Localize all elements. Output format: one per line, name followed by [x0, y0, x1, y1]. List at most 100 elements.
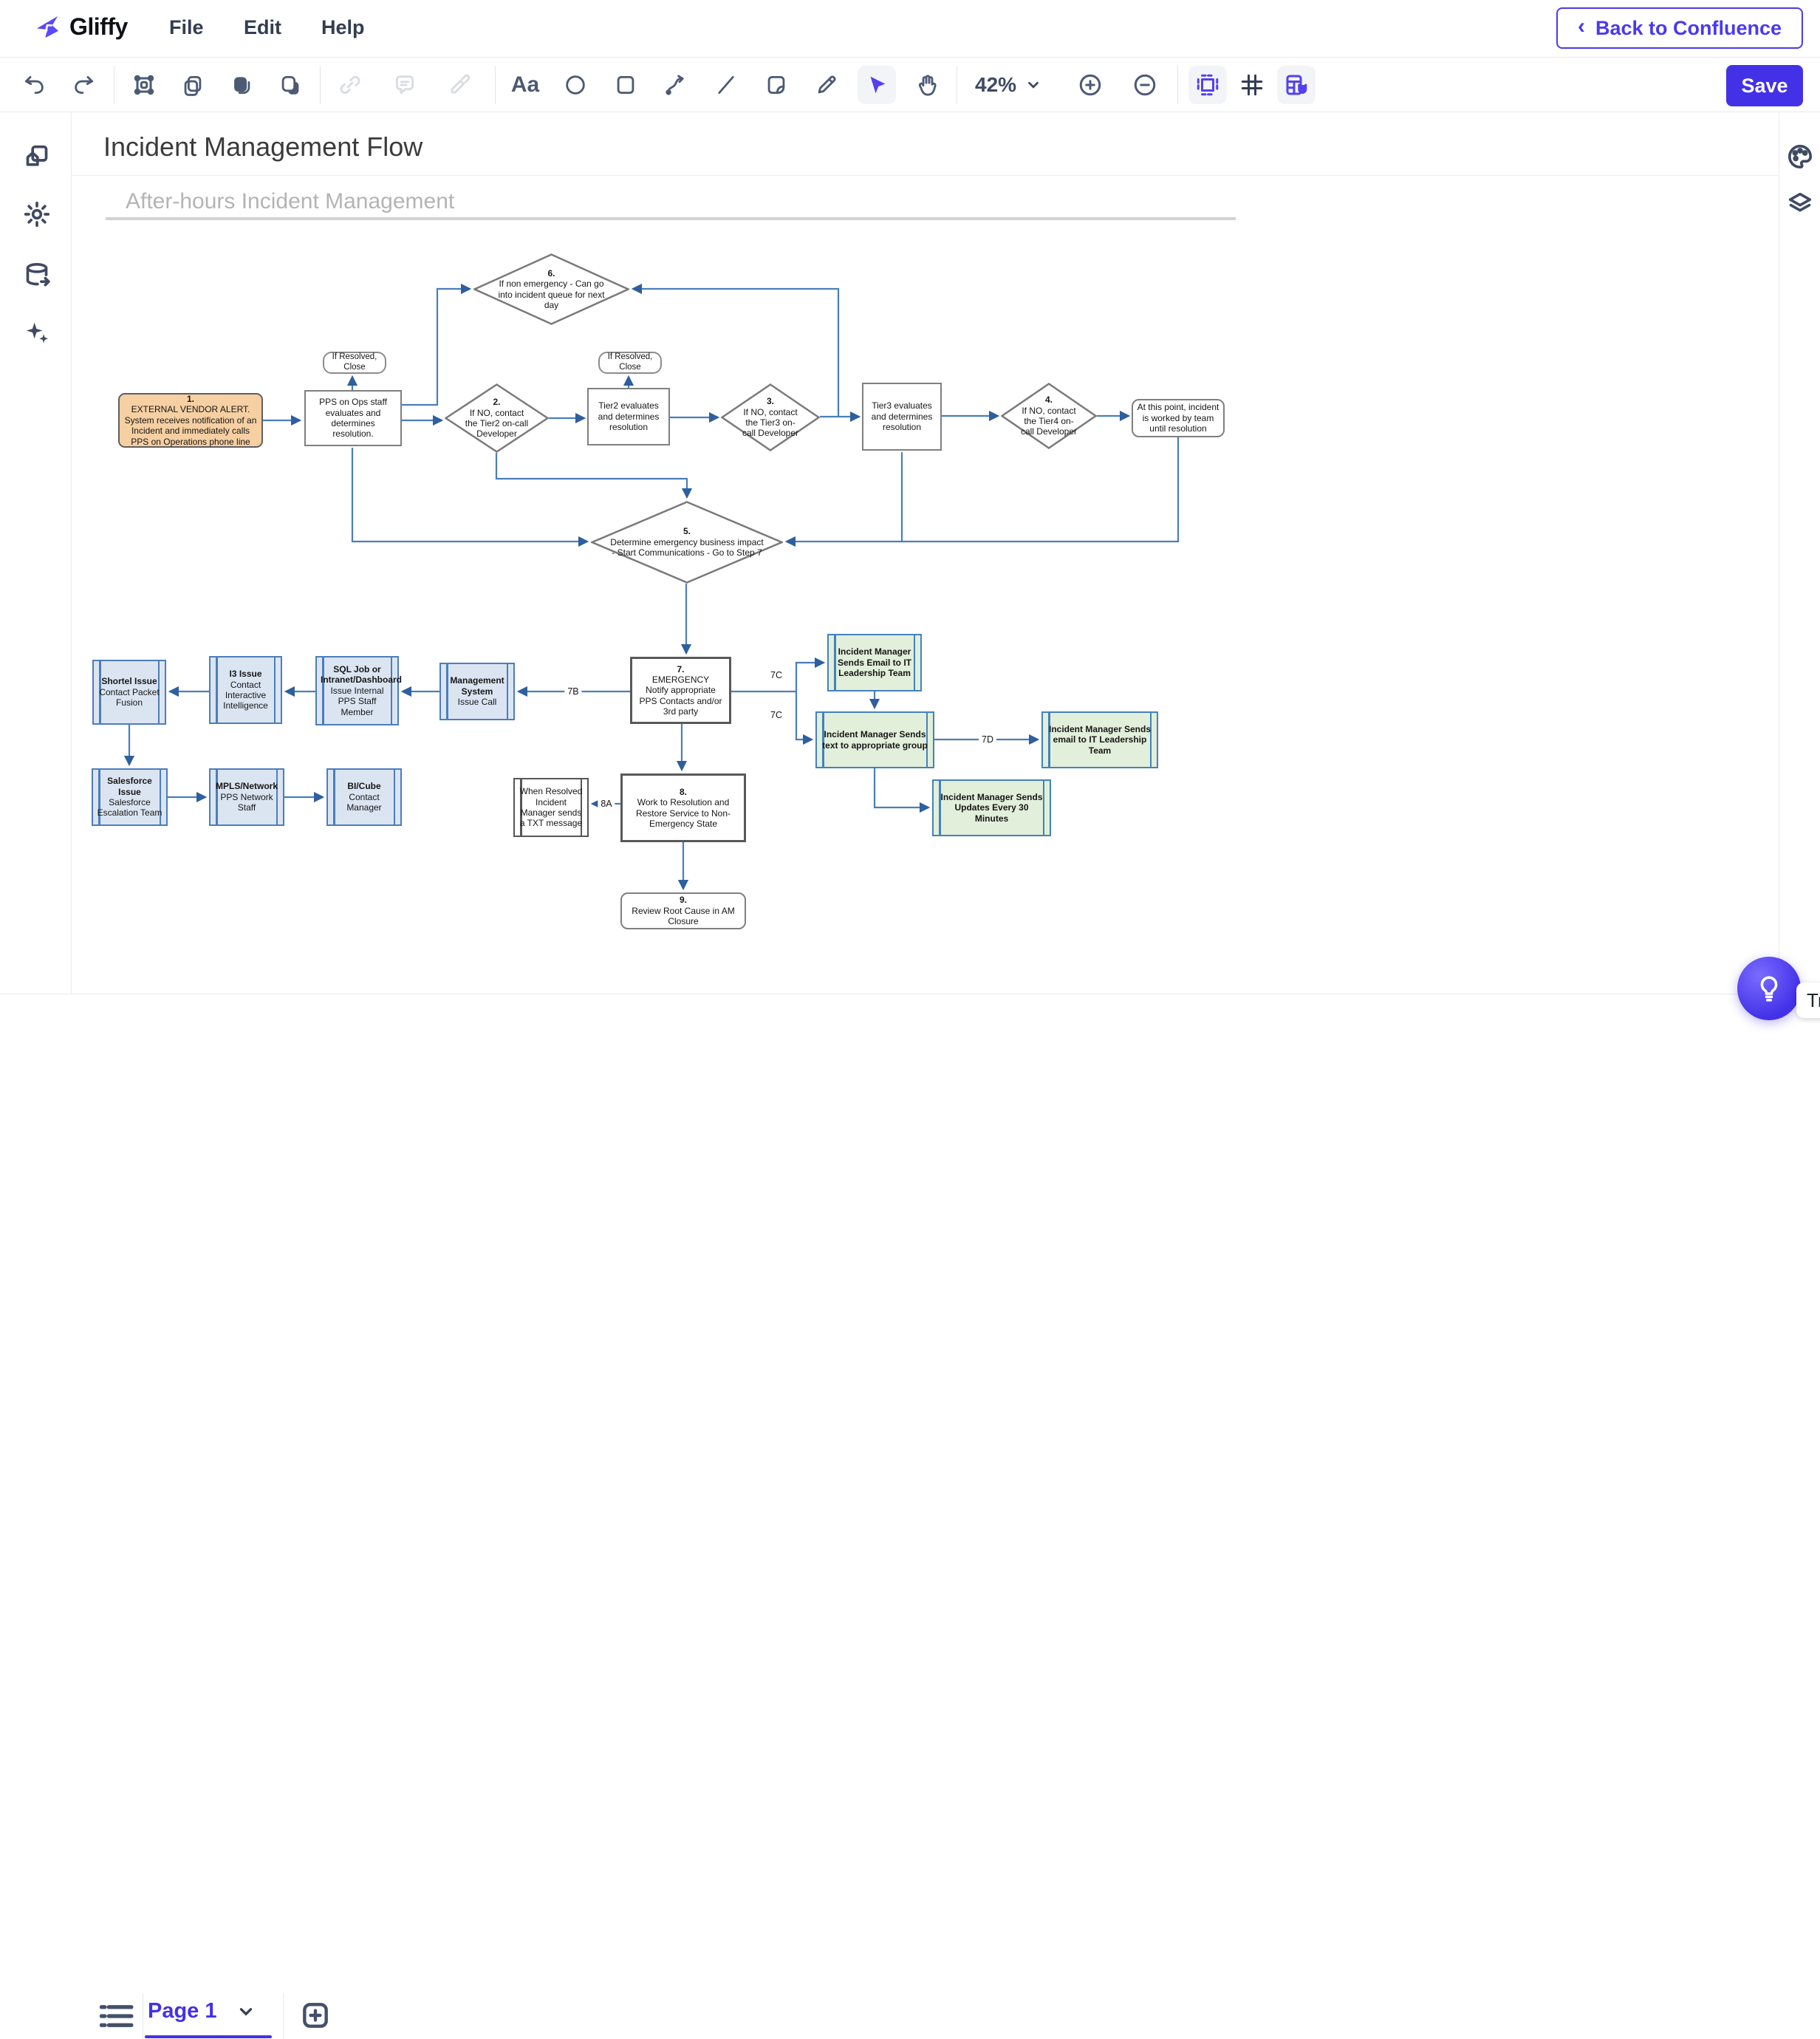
node-text: At this point, incident is worked by tea… [1137, 402, 1219, 434]
snap-to-grid-icon[interactable] [1188, 66, 1228, 104]
back-button-label: Back to Confluence [1595, 16, 1782, 39]
connector-tool-icon[interactable] [657, 66, 695, 104]
add-page-button[interactable] [299, 1999, 332, 2032]
flow-node-if-resolved-close-1[interactable]: If Resolved, Close [323, 352, 386, 374]
node-text: Incident Manager Sends Email to IT Leade… [837, 646, 912, 679]
theme-palette-icon[interactable] [1782, 139, 1818, 174]
node-text: Tier2 evaluates and determines resolutio… [598, 400, 660, 433]
pan-tool-icon[interactable] [908, 66, 946, 104]
grid-toggle-icon[interactable] [1233, 66, 1271, 104]
line-tool-icon[interactable] [707, 66, 745, 104]
flow-node-pps-evaluates[interactable]: PPS on Ops staff evaluates and determine… [304, 390, 402, 446]
menu-help[interactable]: Help [321, 16, 365, 38]
help-lightbulb-button[interactable] [1737, 957, 1801, 1020]
text-tool-icon[interactable]: Aa [506, 66, 544, 104]
flow-node-step8[interactable]: 8.Work to Resolution and Restore Service… [620, 773, 746, 842]
process-bar [446, 664, 448, 719]
page-list-icon[interactable] [99, 2004, 134, 2029]
flow-node-when-resolved[interactable]: When Resolved Incident Manager sends a T… [513, 778, 589, 837]
footer-separator [283, 1993, 284, 2039]
flow-node-decision4[interactable]: 4.If NO, contact the Tier4 on-call Devel… [1001, 383, 1097, 449]
connector-label-7b: 7B [564, 686, 582, 697]
process-bar [99, 661, 101, 723]
ellipse-tool-icon[interactable] [556, 66, 595, 104]
ai-sparkles-icon[interactable] [19, 315, 55, 350]
save-button[interactable]: Save [1726, 65, 1803, 106]
bring-forward-icon[interactable] [222, 66, 261, 104]
undo-icon[interactable] [15, 66, 53, 104]
back-chevron-icon: ‹ [1577, 14, 1585, 38]
settings-gear-icon[interactable] [19, 197, 55, 232]
selection-frame-icon[interactable] [125, 66, 163, 104]
back-to-confluence-button[interactable]: ‹ Back to Confluence [1556, 7, 1803, 49]
node-text: 9.Review Root Cause in AM Closure [632, 895, 735, 927]
subtitle-underline [106, 217, 1236, 220]
process-bar [322, 658, 324, 724]
menu-file[interactable]: File [169, 16, 204, 38]
select-tool-icon[interactable] [858, 66, 896, 104]
flow-node-decision3[interactable]: 3.If NO, contact the Tier3 on-call Devel… [721, 383, 820, 451]
page-tab[interactable]: Page 1 [148, 1999, 256, 2023]
flow-node-decision2[interactable]: 2.If NO, contact the Tier2 on-call Devel… [445, 383, 549, 453]
node-text: Incident Manager Sends text to appropria… [822, 729, 928, 751]
redo-icon[interactable] [65, 66, 103, 104]
hint-text: Tr [1807, 988, 1820, 1011]
flow-node-im-email-leadership-2[interactable]: Incident Manager Sends email to IT Leade… [1041, 711, 1158, 768]
shape-library-icon[interactable] [757, 66, 796, 104]
diagram-subtitle-text[interactable]: After-hours Incident Management [126, 189, 455, 214]
send-backward-icon[interactable] [271, 66, 309, 104]
flow-node-at-this-point[interactable]: At this point, incident is worked by tea… [1132, 399, 1225, 437]
flow-node-decision5[interactable]: 5.Determine emergency business impact - … [591, 501, 783, 584]
node-text: 1.EXTERNAL VENDOR ALERT. System receives… [124, 394, 257, 447]
zoom-out-icon[interactable] [1126, 66, 1164, 104]
flow-node-step7[interactable]: 7.EMERGENCY Notify appropriate PPS Conta… [630, 657, 731, 724]
node-text: 3.If NO, contact the Tier3 on-call Devel… [742, 396, 799, 439]
process-bar [1048, 713, 1050, 767]
zoom-level-value: 42% [975, 73, 1017, 96]
title-divider [72, 175, 1779, 176]
flow-node-im-updates-30[interactable]: Incident Manager Sends Updates Every 30 … [932, 779, 1051, 836]
node-text: 5.Determine emergency business impact - … [610, 526, 764, 559]
duplicate-icon[interactable] [174, 66, 212, 104]
flow-node-step1[interactable]: 1.EXTERNAL VENDOR ALERT. System receives… [118, 393, 263, 448]
zoom-in-icon[interactable] [1071, 66, 1109, 104]
rectangle-tool-icon[interactable] [606, 66, 645, 104]
right-sidebar [1779, 112, 1820, 994]
node-text: Tier3 evaluates and determines resolutio… [871, 400, 933, 433]
flowchart-canvas[interactable]: 1.EXTERNAL VENDOR ALERT. System receives… [0, 0, 1820, 1045]
layers-icon[interactable] [1782, 186, 1818, 222]
table-snap-icon[interactable] [1277, 66, 1316, 104]
menu-edit[interactable]: Edit [244, 16, 281, 38]
shapes-panel-icon[interactable] [19, 139, 55, 174]
flow-node-decision6[interactable]: 6.If non emergency - Can go into inciden… [473, 253, 629, 325]
flow-node-tier3[interactable]: Tier3 evaluates and determines resolutio… [862, 383, 942, 451]
chevron-down-icon [1028, 81, 1039, 89]
zoom-level-dropdown[interactable]: 42% [968, 73, 1049, 97]
flow-node-step9[interactable]: 9.Review Root Cause in AM Closure [620, 892, 746, 929]
connector-lines [123, 283, 1180, 891]
flow-node-im-text-group[interactable]: Incident Manager Sends text to appropria… [815, 711, 934, 768]
left-sidebar [0, 112, 72, 994]
process-bar [333, 770, 335, 824]
process-bar [216, 770, 218, 824]
data-import-icon[interactable] [19, 257, 55, 293]
diagram-title[interactable]: Incident Management Flow [103, 132, 423, 162]
process-bar [939, 781, 941, 835]
flow-node-tier2[interactable]: Tier2 evaluates and determines resolutio… [587, 388, 670, 445]
flow-node-im-email-leadership[interactable]: Incident Manager Sends Email to IT Leade… [827, 634, 922, 691]
process-bar [98, 770, 100, 824]
hint-tooltip-partial[interactable]: Tr [1796, 983, 1820, 1018]
logo-text: Gliffy [69, 13, 128, 40]
draw-tool-icon[interactable] [807, 66, 846, 104]
flow-node-if-resolved-close-2[interactable]: If Resolved, Close [598, 352, 662, 374]
